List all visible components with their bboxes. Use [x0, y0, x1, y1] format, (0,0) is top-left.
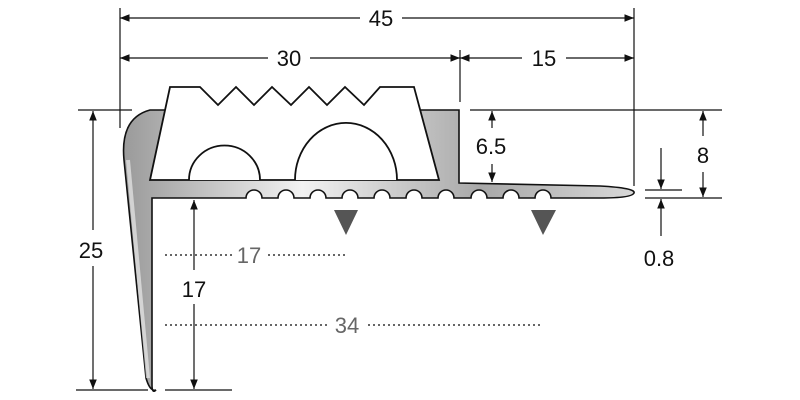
large-hollow	[294, 122, 398, 181]
marker-triangle	[334, 210, 358, 235]
dim-flange-width: 15	[532, 46, 556, 71]
dim-insert-width: 30	[277, 46, 301, 71]
dim-total-height: 8	[697, 143, 709, 168]
dim-insert-height: 6.5	[476, 134, 507, 159]
marker-triangle	[531, 210, 556, 235]
dim-overall-width: 45	[369, 6, 393, 31]
extension-lines	[76, 8, 722, 391]
small-hollow	[188, 144, 261, 181]
dotted-dim-34: 34	[335, 313, 359, 338]
dim-flange-thickness: 0.8	[644, 246, 675, 271]
dotted-dim-17: 17	[237, 243, 261, 268]
dim-overall-height: 25	[79, 238, 103, 263]
dim-leg-height: 17	[182, 277, 206, 302]
